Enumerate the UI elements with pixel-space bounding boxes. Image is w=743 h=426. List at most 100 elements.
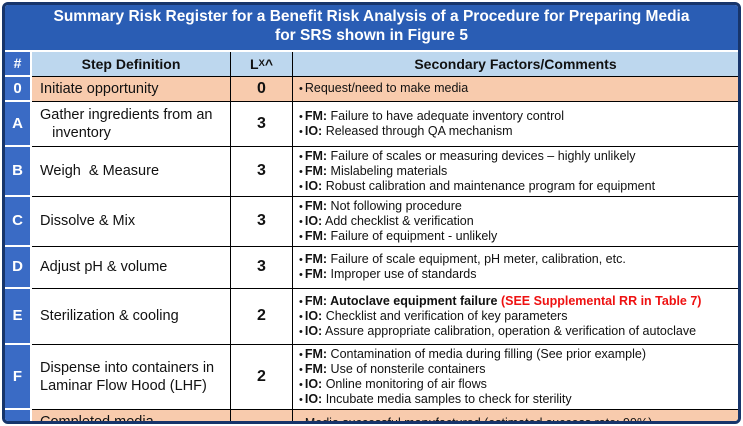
text-segment: Failure of scales or measuring devices –… [327,148,636,163]
bullet-text: IO: Released through QA mechanism [305,124,513,139]
secondary-factors-cell: •FM: Autoclave equipment failure (SEE Su… [293,288,738,345]
header-col-secondary-factors: Secondary Factors/Comments [293,51,738,77]
text-segment: (SEE Supplemental RR in Table 7) [500,293,702,308]
text-segment: Checklist and verification of key parame… [322,308,568,323]
text-segment: IO: [304,391,323,406]
text-segment: Assure appropriate calibration, operatio… [322,323,697,338]
text-segment: FM: [304,267,328,282]
row-id-cell: 6 [5,409,32,421]
bullet-icon: • [299,180,303,193]
text-segment: IO: [304,123,323,138]
text-segment: FM: Autoclave equipment failure [304,293,498,308]
bullet-item: •IO: Checklist and verification of key p… [299,309,734,324]
step-line: inventory [40,124,226,142]
text-segment: FM: [304,252,328,267]
bullet-icon: • [299,393,303,406]
secondary-factors-cell: •FM: Contamination of media during filli… [293,344,738,410]
text-segment: Adjust pH & volume [40,259,168,276]
text-segment: Not following procedure [327,198,462,213]
text-segment: IO: [304,213,323,228]
text-segment: Laminar Flow Hood (LHF) [40,377,207,394]
bullet-text: IO: Incubate media samples to check for … [305,392,572,407]
bullet-icon: • [299,110,303,123]
header-col-id: # [5,51,32,77]
bullet-text: IO: Online monitoring of air flows [305,377,487,392]
step-line: Gather ingredients from an [40,106,226,124]
bullet-item: •Media successful manufactured (estimate… [299,415,734,424]
bullet-icon: • [299,295,303,308]
bullet-icon: • [299,325,303,338]
text-segment: Online monitoring of air flows [322,376,487,391]
bullet-text: IO: Add checklist & verification [305,214,474,229]
row-id-cell: F [5,344,32,410]
text-segment: Failure of equipment - unlikely [327,228,498,243]
bullet-icon: • [299,378,303,391]
step-definition-cell: Completed media LB^ = Min(ALP^ to FLP^) [32,409,231,424]
text-segment: Dispense into containers in [40,359,215,376]
step-line: Initiate opportunity [40,80,226,98]
likelihood-value-cell: 3 [231,146,293,197]
bullet-item: •IO: Released through QA mechanism [299,124,734,139]
bullet-text: FM: Autoclave equipment failure (SEE Sup… [305,294,702,309]
bullet-text: FM: Failure of scale equipment, pH meter… [305,252,626,267]
bullet-text: FM: Improper use of standards [305,267,477,282]
text-segment: Use of nonsterile containers [327,361,486,376]
row-id-cell: A [5,101,32,147]
bullet-icon: • [299,215,303,228]
table-title: Summary Risk Register for a Benefit Risk… [5,5,738,52]
text-segment: Released through QA mechanism [322,123,513,138]
text-segment: FM: [304,198,328,213]
bullet-item: •IO: Online monitoring of air flows [299,377,734,392]
text-segment: FM: [304,361,328,376]
table-title-line2: for SRS shown in Figure 5 [275,26,468,44]
text-segment: IO: [304,308,323,323]
row-id-cell: B [5,146,32,197]
text-segment: Initiate opportunity [40,80,159,97]
bullet-text: FM: Failure of scales or measuring devic… [305,149,636,164]
bullet-item: •FM: Not following procedure [299,199,734,214]
likelihood-value-cell: 3 [231,246,293,289]
text-segment: Weigh & Measure [40,163,160,180]
bullet-text: FM: Mislabeling materials [305,164,447,179]
bullet-text: Media successful manufactured (estimated… [304,415,653,424]
bullet-icon: • [299,363,303,376]
bullet-item: •FM: Improper use of standards [299,267,734,282]
likelihood-value-cell: 2 [231,344,293,410]
bullet-icon: • [299,165,303,178]
text-segment: ^ [264,55,274,72]
text-segment: IO: [304,178,323,193]
text-segment: Media successful manufactured (estimated… [304,415,653,424]
bullet-icon: • [299,125,303,138]
row-id-cell: E [5,288,32,345]
step-line: Laminar Flow Hood (LHF) [40,377,226,395]
secondary-factors-cell: •Request/need to make media [293,76,738,102]
text-segment: inventory [40,124,111,141]
secondary-factors-cell: •Media successful manufactured (estimate… [293,409,738,424]
step-definition-cell: Dissolve & Mix [32,196,231,247]
bullet-text: Request/need to make media [305,81,468,96]
text-segment: FM: [304,108,328,123]
step-definition-cell: Weigh & Measure [32,146,231,197]
step-definition-cell: Gather ingredients from an inventory [32,101,231,147]
text-segment: IO: [304,376,323,391]
text-segment: Completed media [40,413,154,424]
text-segment: Improper use of standards [327,267,477,282]
bullet-item: •IO: Incubate media samples to check for… [299,392,734,407]
bullet-item: •IO: Assure appropriate calibration, ope… [299,324,734,339]
text-segment: IO: [304,323,323,338]
bullet-text: FM: Failure to have adequate inventory c… [305,109,564,124]
bullet-text: FM: Contamination of media during fillin… [305,347,646,362]
step-definition-cell: Adjust pH & volume [32,246,231,289]
bullet-text: FM: Use of nonsterile containers [305,362,486,377]
bullet-text: IO: Checklist and verification of key pa… [305,309,568,324]
step-line: Weigh & Measure [40,162,226,180]
step-line: Completed media [40,413,226,424]
text-segment: Sterilization & cooling [40,308,179,325]
